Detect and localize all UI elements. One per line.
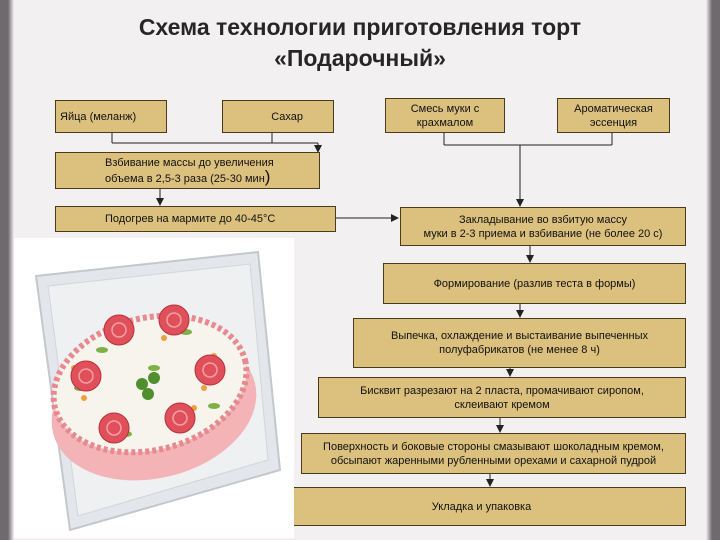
step-packing-label: Укладка и упаковка [432, 500, 531, 514]
step-cutting-box: Бисквит разрезают на 2 пласта, промачива… [318, 377, 686, 418]
ingredient-flour-mix-box: Смесь муки с крахмалом [385, 98, 505, 133]
step-baking-box: Выпечка, охлаждение и выстаивание выпече… [353, 318, 686, 368]
ingredient-essence-line-1: Ароматическая [574, 102, 653, 116]
step-whip-line-2: объема в 2,5-3 раза (25-30 мин) [105, 170, 270, 186]
step-baking-line-2: полуфабрикатов (не менее 8 ч) [439, 343, 600, 357]
step-whip-paren: ) [265, 167, 271, 186]
step-heat-label: Подогрев на мармите до 40-45°С [105, 212, 275, 226]
step-whip-line-2-text: объема в 2,5-3 раза (25-30 мин [105, 173, 265, 185]
step-whip-line-1: Взбивание массы до увеличения [105, 156, 274, 170]
step-packing-box: Укладка и упаковка [277, 487, 686, 526]
step-baking-line-1: Выпечка, охлаждение и выстаивание выпече… [391, 329, 648, 343]
step-forming-label: Формирование (разлив теста в формы) [434, 277, 636, 291]
cake-photo [14, 238, 294, 538]
step-add-flour-box: Закладывание во взбитую массу муки в 2-3… [400, 207, 686, 246]
ingredient-eggs-box: Яйца (меланж) [55, 100, 167, 133]
ingredient-sugar-box: Сахар [222, 100, 334, 133]
step-whip-box: Взбивание массы до увеличения объема в 2… [55, 152, 320, 189]
ingredient-flour-mix-line-2: крахмалом [417, 116, 473, 130]
step-add-flour-line-2: муки в 2-3 приема и взбивание (не более … [424, 227, 663, 241]
step-cutting-line-1: Бисквит разрезают на 2 пласта, промачива… [360, 384, 644, 398]
step-coating-line-1: Поверхность и боковые стороны смазывают … [323, 440, 664, 454]
ingredient-essence-line-2: эссенция [590, 116, 637, 130]
ingredient-essence-box: Ароматическая эссенция [557, 98, 670, 133]
ingredient-flour-mix-line-1: Смесь муки с [411, 102, 480, 116]
step-coating-line-2: обсыпают жаренными рубленными орехами и … [331, 454, 656, 468]
step-cutting-line-2: склеивают кремом [454, 398, 549, 412]
step-add-flour-line-1: Закладывание во взбитую массу [459, 213, 627, 227]
ingredient-eggs-label: Яйца (меланж) [60, 110, 136, 124]
ingredient-sugar-label: Сахар [271, 110, 303, 124]
step-forming-box: Формирование (разлив теста в формы) [383, 263, 686, 304]
step-heat-box: Подогрев на мармите до 40-45°С [55, 206, 336, 232]
step-coating-box: Поверхность и боковые стороны смазывают … [301, 433, 686, 474]
